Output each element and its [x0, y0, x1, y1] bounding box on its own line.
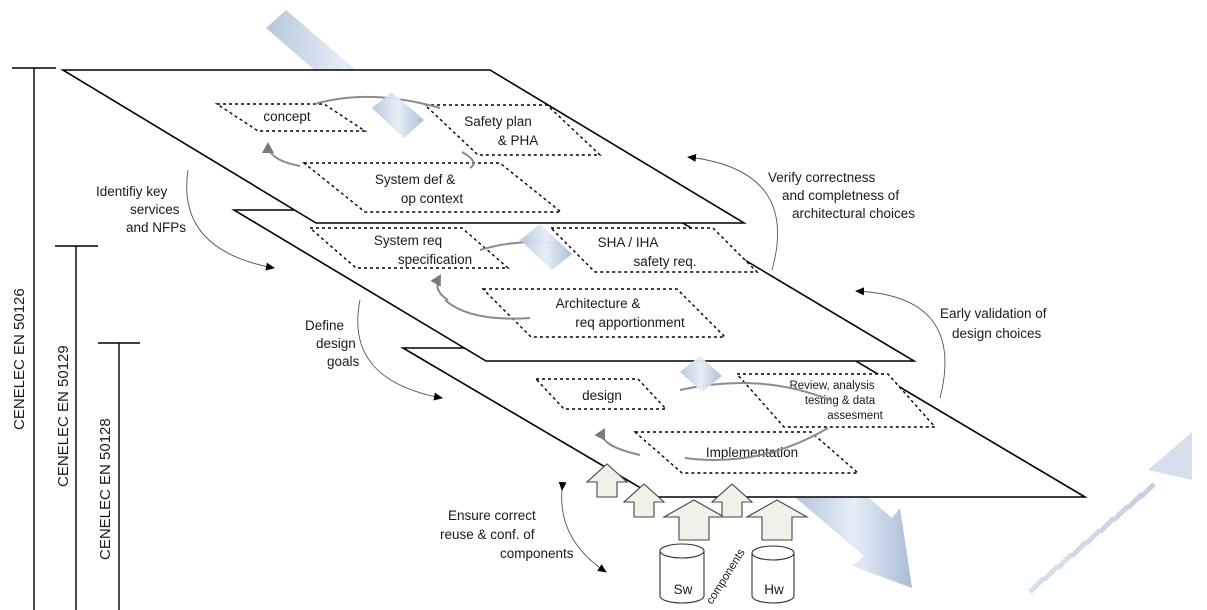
standard-en50126-label: CENELEC EN 50126 — [11, 288, 28, 430]
cycle-arc-middle-left — [444, 299, 531, 320]
box-system-req-label-1: System req — [374, 233, 442, 248]
verify-label-3: architectural choices — [792, 206, 915, 221]
box-review-label-2: testing & data — [805, 395, 876, 407]
standard-en50128-label: CENELEC EN 50128 — [97, 418, 114, 560]
box-sha-iha-label-1: SHA / IHA — [598, 235, 659, 250]
block-arrow-1 — [585, 463, 629, 498]
ensure-label-3: components — [500, 546, 574, 561]
define-label-3: goals — [327, 354, 360, 369]
verify-arrow — [687, 153, 779, 271]
hw-label: Hw — [764, 582, 784, 597]
box-design[interactable] — [534, 378, 668, 410]
beam-overlay-middle — [520, 224, 572, 270]
ensure-label-2: reuse & conf. of — [440, 527, 535, 542]
box-system-def[interactable] — [302, 162, 563, 213]
ensure-arrow — [558, 481, 607, 573]
block-arrow-5 — [744, 499, 810, 541]
define-arrow — [357, 299, 443, 401]
box-system-req-label-2: specification — [398, 252, 472, 267]
box-review-label-3: assesment — [827, 410, 883, 422]
box-review-label-1: Review, analysis — [789, 380, 874, 392]
verify-label-1: Verify correctness — [768, 170, 876, 185]
early-label-1: Early validation of — [940, 306, 1047, 321]
box-architecture-label-2: req apportionment — [575, 315, 685, 330]
cycle-arc-top-right — [461, 151, 475, 169]
cycle-arc-top-top — [314, 95, 441, 109]
early-validation-arrow — [855, 287, 946, 399]
beam-overlay-top — [372, 92, 424, 138]
beam-overlay-bottom — [680, 356, 722, 392]
striped-arrow — [1028, 432, 1192, 594]
box-sha-iha[interactable] — [549, 227, 759, 273]
box-implementation-label: Implementation — [706, 445, 798, 460]
verify-label-2: and completness of — [782, 188, 899, 203]
identify-label-2: services — [130, 202, 180, 217]
block-arrow-4 — [710, 483, 754, 518]
box-architecture-label-1: Architecture & — [556, 296, 641, 311]
box-design-label: design — [582, 388, 622, 403]
block-arrow-3 — [661, 499, 727, 541]
box-safety-plan-label-1: Safety plan — [464, 114, 532, 129]
box-architecture[interactable] — [481, 288, 727, 338]
hw-cylinder: Hw — [751, 545, 795, 604]
top-plane: concept Safety plan & PHA System def & o… — [60, 69, 747, 224]
identify-arrow — [186, 169, 275, 271]
define-label-2: design — [316, 336, 356, 351]
plane-design — [400, 347, 1088, 498]
early-label-2: design choices — [952, 326, 1042, 341]
cycle-arrow-top — [262, 142, 301, 167]
box-system-def-label-1: System def & — [375, 172, 455, 187]
components-label: components — [704, 547, 748, 607]
sw-label: Sw — [674, 582, 693, 597]
box-system-def-label-2: op context — [401, 191, 464, 206]
box-safety-plan-label-2: & PHA — [498, 133, 539, 148]
box-concept[interactable] — [214, 103, 368, 132]
cycle-arc-bottom-right — [684, 427, 829, 461]
box-system-req[interactable] — [308, 227, 510, 269]
box-sha-iha-label-2: safety req. — [633, 254, 696, 269]
identify-label-1: Identifiy key — [96, 184, 168, 199]
ensure-label-1: Ensure correct — [448, 508, 536, 523]
block-arrow-2 — [622, 483, 666, 518]
define-label-1: Define — [305, 318, 344, 333]
component-arrows — [585, 463, 810, 541]
cycle-arrow-bottom — [594, 428, 641, 456]
standard-en50129-label: CENELEC EN 50129 — [55, 345, 72, 487]
cycle-arrow-middle — [430, 274, 449, 301]
sw-cylinder: Sw — [659, 543, 705, 604]
identify-label-3: and NFPs — [126, 220, 186, 235]
box-safety-plan[interactable] — [423, 104, 602, 156]
box-concept-label: concept — [263, 109, 311, 124]
standard-rails — [12, 67, 140, 610]
bottom-plane: design Review, analysis testing & data a… — [400, 347, 1088, 498]
